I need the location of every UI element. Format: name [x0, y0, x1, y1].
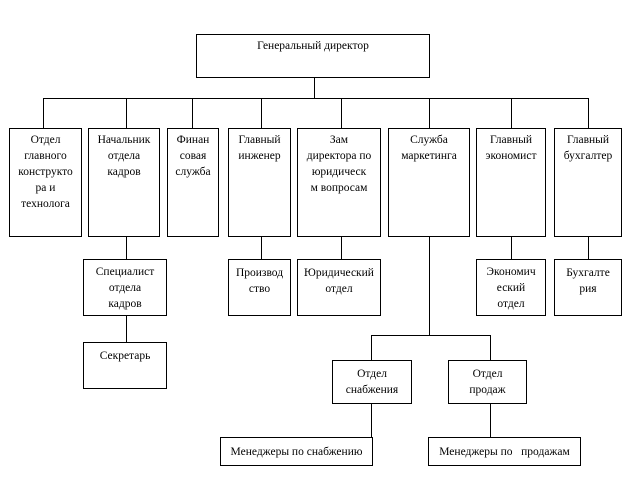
legal-dept-label: Юридический отдел: [304, 267, 374, 295]
production-box: Производ ство: [228, 259, 291, 316]
dept-legal-deputy-box: Зам директора по юридическ м вопросам: [297, 128, 381, 237]
dept-hr-head-box: Начальник отдела кадров: [88, 128, 160, 237]
connector-accounting: [588, 237, 589, 259]
ceo-box: Генеральный директор: [196, 34, 430, 78]
connector-marketing-down: [429, 237, 430, 335]
dept-chief-engineer-label: Главный инженер: [238, 134, 281, 162]
accounting-label: Бухгалте рия: [566, 267, 610, 295]
supply-dept-label: Отдел снабжения: [345, 368, 399, 396]
connector-dept-2: [126, 98, 127, 128]
dept-finance-label: Финан совая служба: [175, 134, 211, 178]
connector-production: [261, 237, 262, 259]
dept-chief-designer-label: Отдел главного конструкто ра и технолога: [18, 134, 73, 210]
supply-managers-label: Менеджеры по снабжению: [230, 446, 363, 458]
dept-hr-head-label: Начальник отдела кадров: [97, 134, 151, 178]
connector-dept-4: [261, 98, 262, 128]
sales-managers-label: Менеджеры по продажам: [439, 446, 570, 458]
hr-specialist-label: Специалист отдела кадров: [95, 266, 155, 310]
connector-dept-5: [341, 98, 342, 128]
dept-marketing-label: Служба маркетинга: [401, 134, 457, 162]
accounting-box: Бухгалте рия: [554, 259, 622, 316]
dept-marketing-box: Служба маркетинга: [388, 128, 470, 237]
ceo-label: Генеральный директор: [257, 40, 369, 52]
production-label: Производ ство: [235, 267, 284, 295]
dept-chief-engineer-box: Главный инженер: [228, 128, 291, 237]
sales-managers-box: Менеджеры по продажам: [428, 437, 581, 466]
connector-supply-managers: [371, 404, 372, 437]
connector-sales: [490, 335, 491, 360]
connector-sales-managers: [490, 404, 491, 437]
dept-chief-accountant-label: Главный бухгалтер: [563, 134, 613, 162]
connector-dept-7: [511, 98, 512, 128]
legal-dept-box: Юридический отдел: [297, 259, 381, 316]
connector-dept-8: [588, 98, 589, 128]
dept-chief-accountant-box: Главный бухгалтер: [554, 128, 622, 237]
secretary-label: Секретарь: [99, 350, 151, 362]
dept-chief-economist-box: Главный экономист: [476, 128, 546, 237]
connector-marketing-bus: [371, 335, 491, 336]
sales-dept-box: Отдел продаж: [448, 360, 527, 404]
sales-dept-label: Отдел продаж: [469, 368, 506, 396]
connector-legal: [341, 237, 342, 259]
connector-ceo-down: [314, 77, 315, 98]
dept-finance-box: Финан совая служба: [167, 128, 219, 237]
supply-managers-box: Менеджеры по снабжению: [220, 437, 373, 466]
connector-economics: [511, 237, 512, 259]
secretary-box: Секретарь: [83, 342, 167, 389]
connector-top-bus: [43, 98, 588, 99]
connector-secretary: [126, 316, 127, 342]
connector-hr-specialist: [126, 237, 127, 259]
supply-dept-box: Отдел снабжения: [332, 360, 412, 404]
connector-dept-1: [43, 98, 44, 128]
economics-dept-label: Экономич еский отдел: [486, 266, 536, 310]
dept-chief-economist-label: Главный экономист: [485, 134, 537, 162]
connector-dept-6: [429, 98, 430, 128]
hr-specialist-box: Специалист отдела кадров: [83, 259, 167, 316]
economics-dept-box: Экономич еский отдел: [476, 259, 546, 316]
dept-chief-designer-box: Отдел главного конструкто ра и технолога: [9, 128, 82, 237]
dept-legal-deputy-label: Зам директора по юридическ м вопросам: [306, 134, 372, 194]
connector-supply: [371, 335, 372, 360]
connector-dept-3: [192, 98, 193, 128]
